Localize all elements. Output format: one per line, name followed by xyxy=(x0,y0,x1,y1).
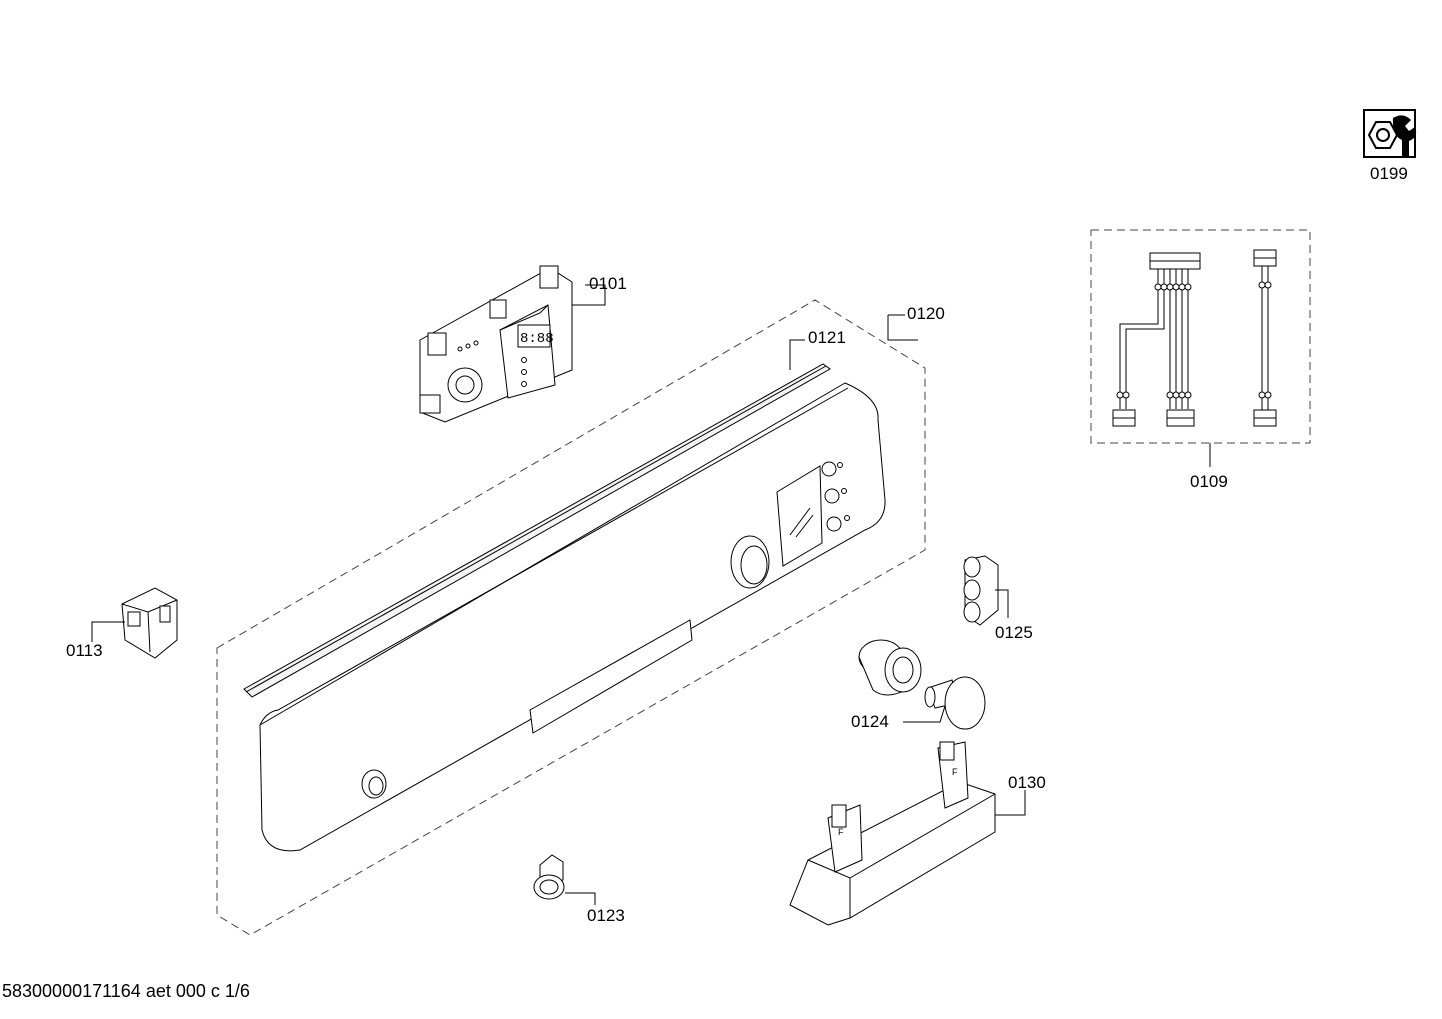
part-label-0199: 0199 xyxy=(1370,164,1408,183)
part-0130-lower-bracket[interactable]: F F 0130 xyxy=(789,741,1046,926)
module-display-digits: 8:88 xyxy=(520,331,554,347)
part-0113-holder-clip[interactable]: 0113 xyxy=(66,587,178,660)
drawing-reference-code: 58300000171164 aet 000 c 1/6 xyxy=(2,981,250,1001)
part-label-0109: 0109 xyxy=(1190,472,1228,491)
part-label-0113: 0113 xyxy=(66,641,103,660)
part-0199-service-icon[interactable]: 0199 xyxy=(1363,109,1417,183)
part-0101-electronic-module[interactable]: 8:88 0101 xyxy=(419,265,627,423)
part-label-0120: 0120 xyxy=(907,304,945,323)
part-0125-button-set[interactable]: 0125 xyxy=(963,555,1033,642)
part-0124-rotary-knob[interactable]: 0124 xyxy=(851,639,986,731)
control-panel-fascia xyxy=(259,382,886,852)
part-label-0121: 0121 xyxy=(808,328,846,347)
part-label-0125: 0125 xyxy=(995,623,1033,642)
wrench-nut-icon xyxy=(1363,109,1417,158)
part-0121-trim-strip[interactable]: 0121 xyxy=(243,328,846,698)
bracket-mark-left: F xyxy=(838,827,844,837)
bracket-mark-right: F xyxy=(952,767,958,777)
part-0120-panel-assembly[interactable]: 0120 xyxy=(216,299,945,936)
part-label-0123: 0123 xyxy=(587,906,625,925)
part-0123-button-cap[interactable]: 0123 xyxy=(533,854,625,925)
part-label-0130: 0130 xyxy=(1008,773,1046,792)
part-label-0124: 0124 xyxy=(851,712,889,731)
part-label-0101: 0101 xyxy=(589,274,627,293)
part-0109-wiring-harness[interactable]: 0109 xyxy=(1090,229,1311,491)
